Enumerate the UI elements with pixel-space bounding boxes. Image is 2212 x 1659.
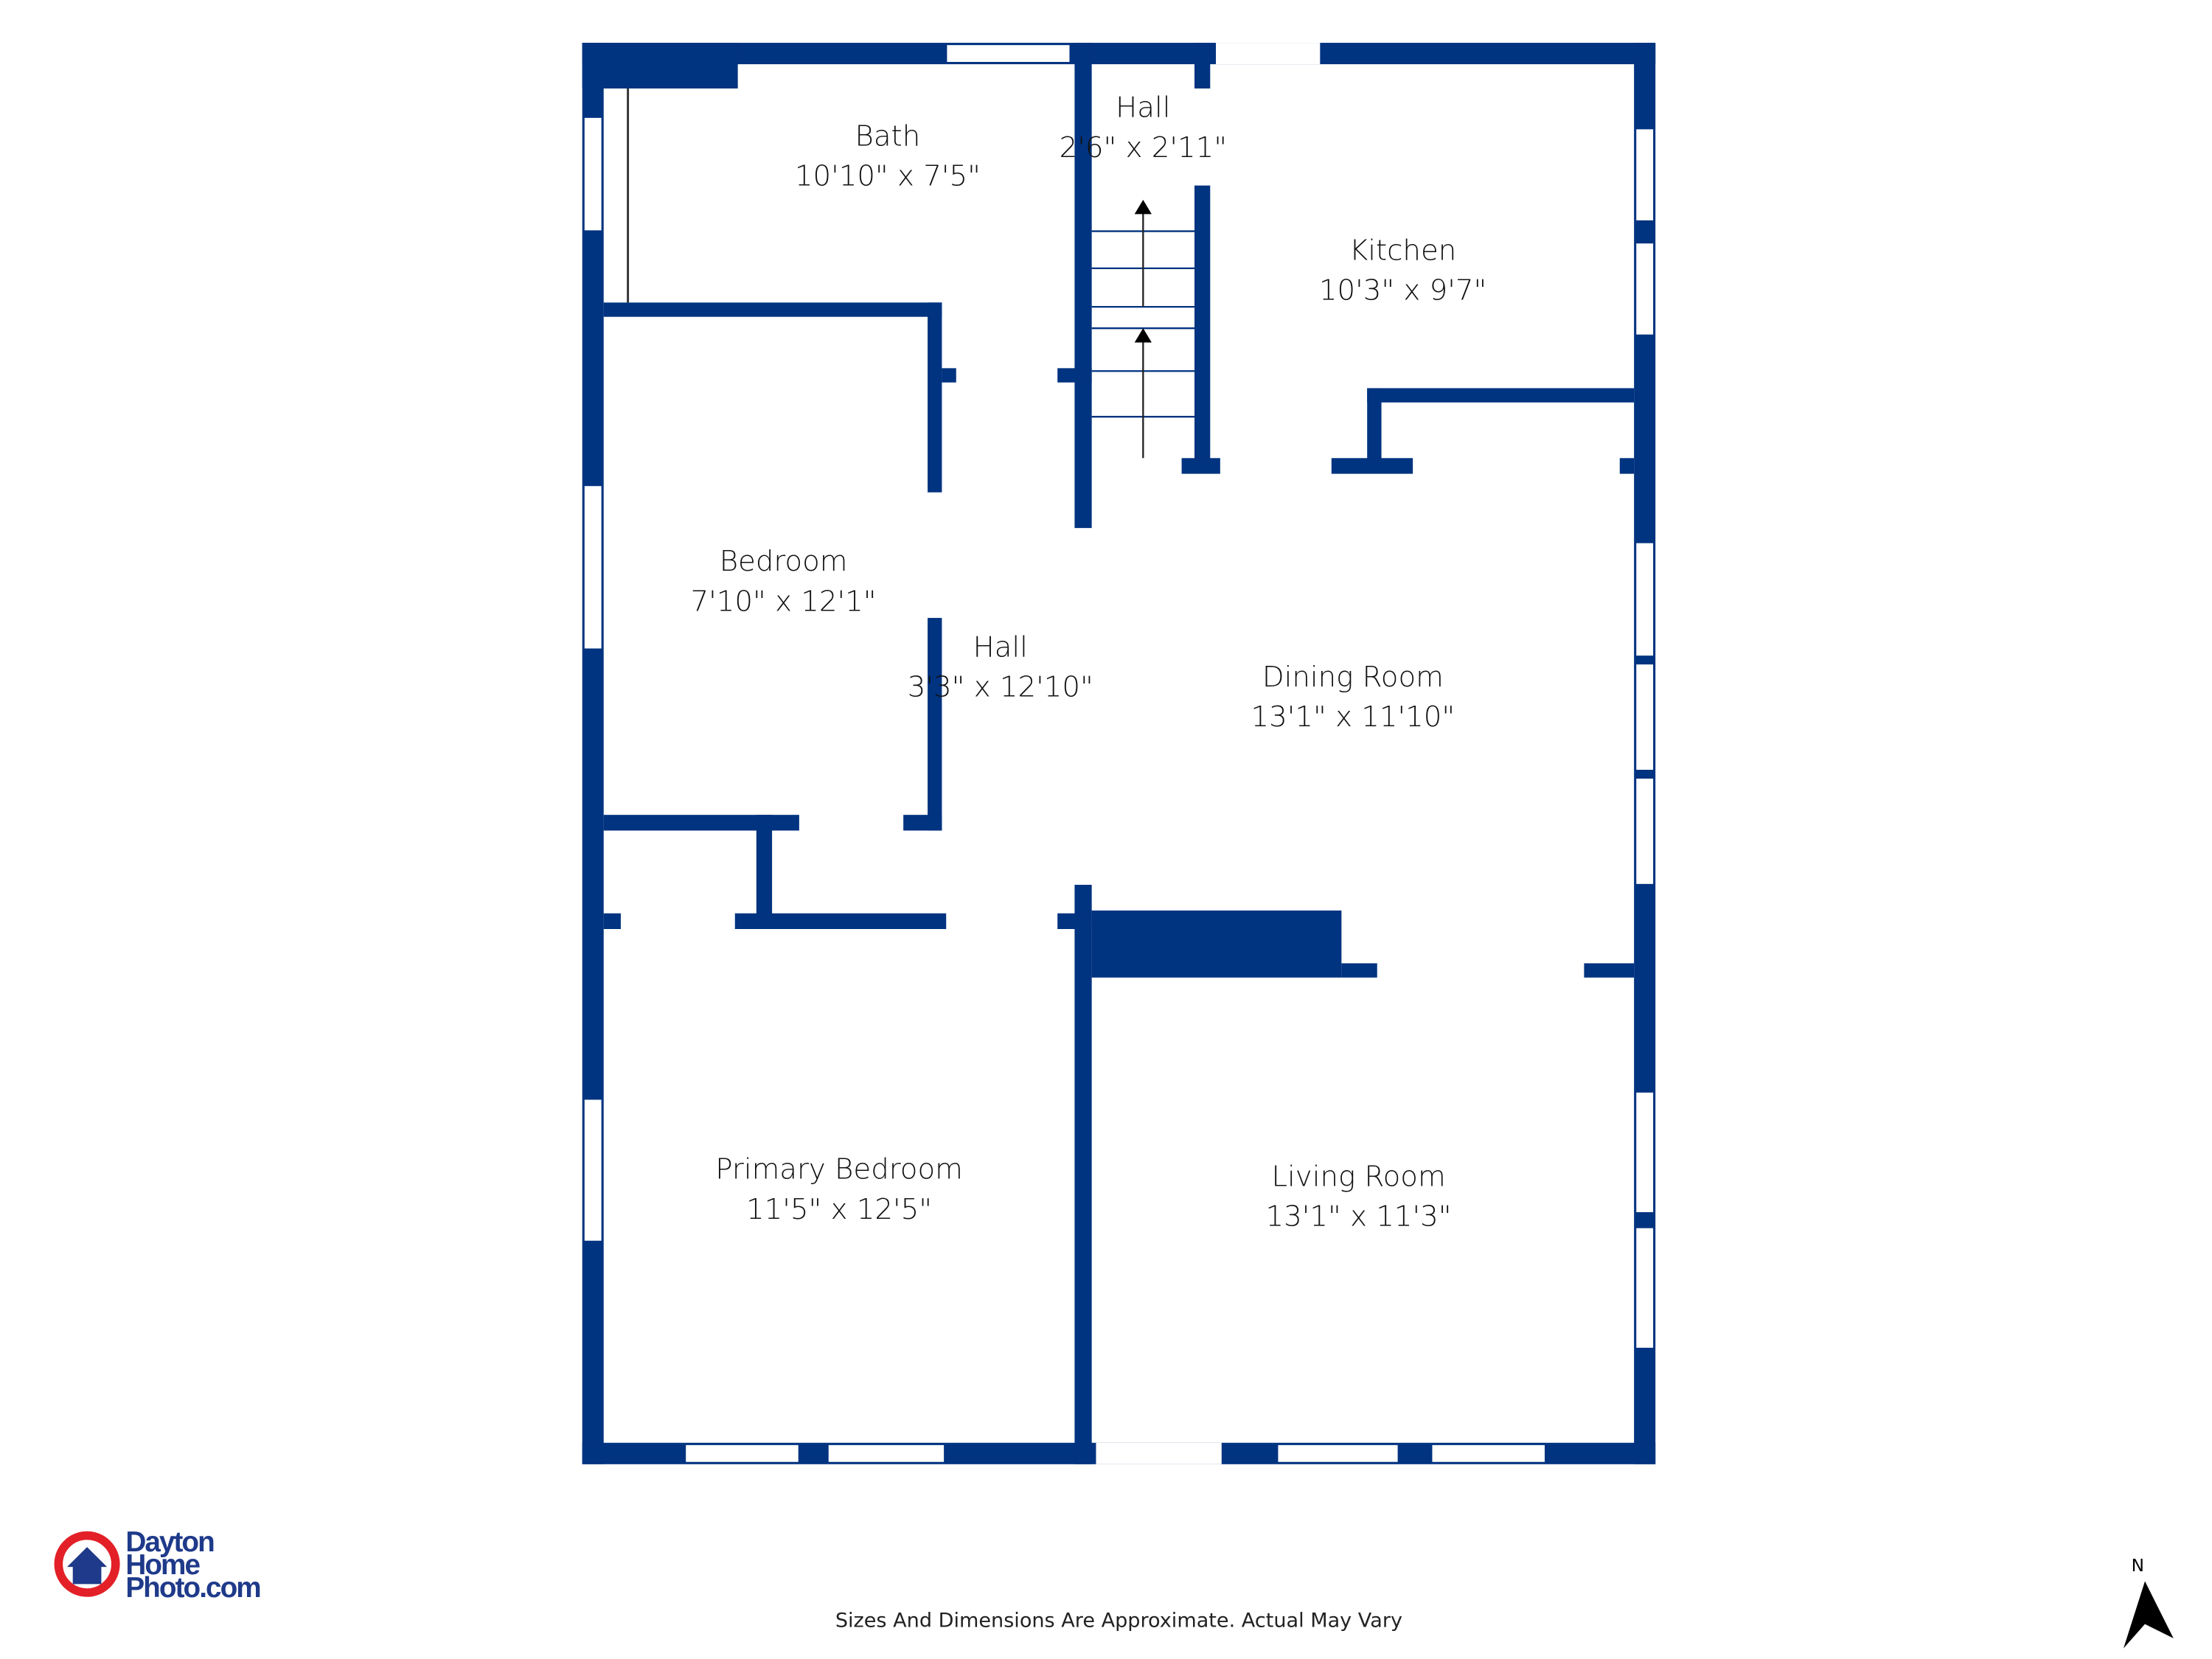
room-name: Hall	[1116, 91, 1170, 125]
room-size: 3'3" x 12'10"	[908, 671, 1093, 704]
room-name: Bedroom	[720, 545, 848, 578]
room-labels: Bath 10'10" x 7'5" Hall 2'6" x 2'11" Kit…	[691, 91, 1487, 1234]
north-arrow-icon: N	[2124, 1556, 2174, 1649]
svg-text:Home: Home	[125, 1549, 200, 1581]
room-name: Primary Bedroom	[715, 1153, 963, 1186]
room-size: 7'10" x 12'1"	[691, 585, 877, 618]
room-name: Dining Room	[1262, 661, 1444, 694]
room-name: Bath	[855, 119, 921, 153]
windows	[582, 43, 1655, 1464]
logo-ring-icon	[54, 1531, 120, 1597]
room-size: 2'6" x 2'11"	[1060, 131, 1227, 164]
svg-text:Photo.com: Photo.com	[125, 1572, 260, 1604]
room-size: 13'1" x 11'10"	[1251, 700, 1455, 734]
room-name: Hall	[973, 630, 1028, 664]
svg-text:Dayton: Dayton	[125, 1526, 214, 1558]
room-size: 10'10" x 7'5"	[795, 160, 981, 193]
walls	[582, 43, 1656, 1464]
room-size: 10'3" x 9'7"	[1319, 274, 1486, 307]
svg-text:N: N	[2132, 1556, 2144, 1576]
room-name: Kitchen	[1349, 234, 1456, 267]
room-size: 11'5" x 12'5"	[746, 1193, 932, 1226]
room-size: 13'1" x 11'3"	[1266, 1200, 1452, 1234]
stairs	[1091, 199, 1194, 459]
room-name: Living Room	[1272, 1160, 1446, 1193]
house-icon	[66, 1547, 108, 1585]
logo: Dayton Home Photo.com	[54, 1526, 262, 1604]
disclaimer: Sizes And Dimensions Are Approximate. Ac…	[835, 1609, 1402, 1632]
